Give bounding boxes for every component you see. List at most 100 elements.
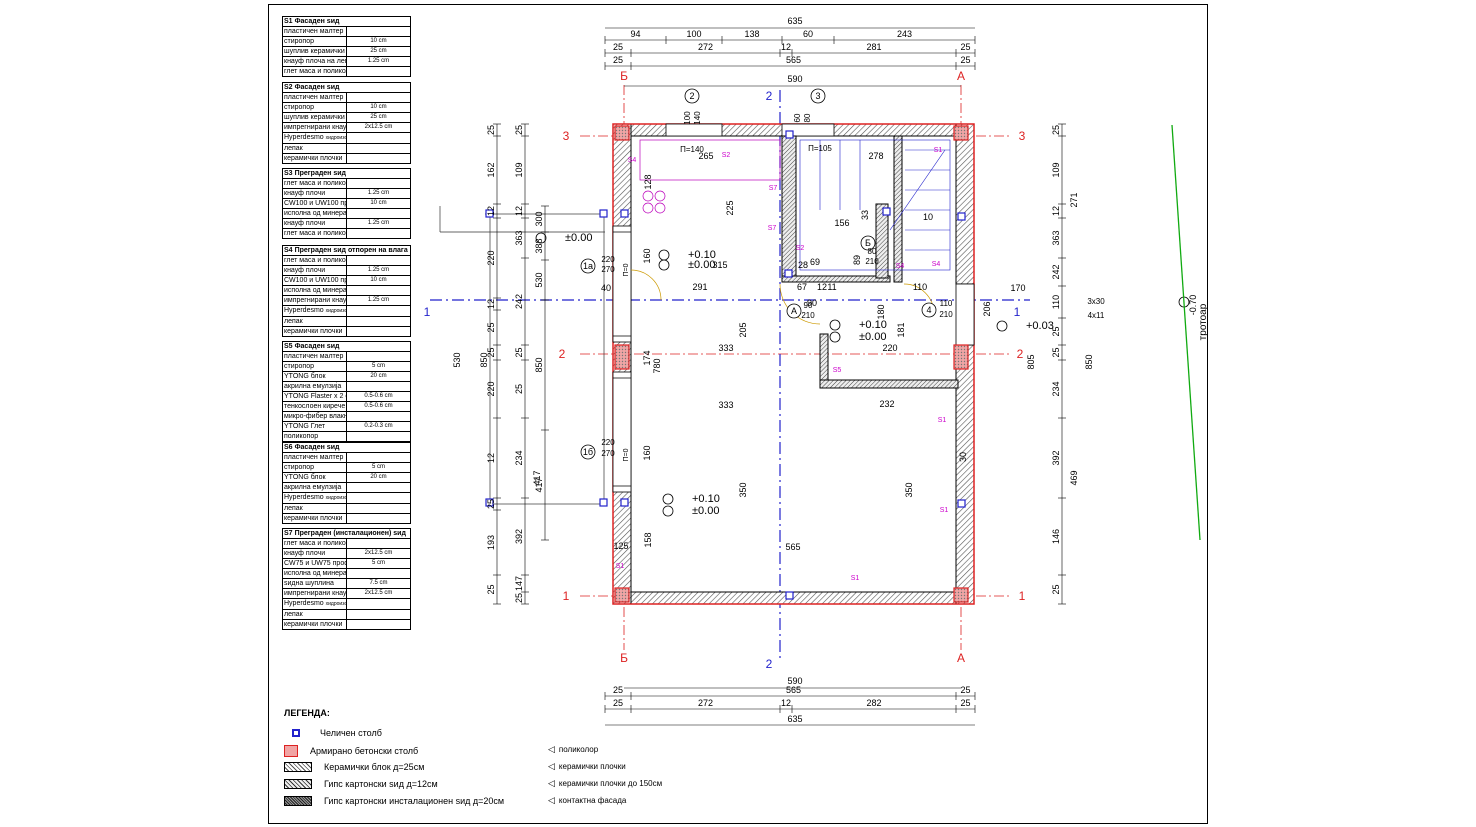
dimension-label: 25: [613, 698, 623, 708]
layer-name: кнауф плочи: [284, 220, 326, 227]
dimension-label: 242: [1051, 264, 1061, 279]
dimension-label: 271: [1069, 192, 1079, 207]
layer-name: керамички плочки: [284, 328, 343, 335]
dimension-label: 94: [630, 29, 640, 39]
level-label: -0.70: [1188, 295, 1198, 316]
dimension-label: 392: [1051, 450, 1061, 465]
layer-name: импрегнирани кнауф плочи: [284, 590, 347, 597]
layer-name: Hyperdesmo: [284, 134, 324, 141]
dimension-label: 25: [1051, 347, 1061, 357]
finish-tag: S7: [769, 185, 778, 192]
dimension-label: 388: [534, 238, 544, 253]
layer-note: хидроизолација: [325, 135, 346, 141]
steel-swatch-icon: [292, 729, 300, 737]
dimension-label: 12: [1051, 206, 1061, 216]
level-marker-icon: [535, 232, 547, 244]
dimension-label: 100: [686, 29, 701, 39]
room-dimension: 265: [698, 151, 713, 161]
dimension-label: 25: [486, 499, 496, 509]
opening-width: 100: [683, 111, 692, 125]
layer-name: лепак: [284, 505, 303, 512]
dimension-label: 850: [479, 352, 489, 367]
level-label: ±0.00: [688, 259, 715, 271]
legend-label: Армирано бетонски столб: [310, 746, 419, 756]
opening-height: 140: [693, 111, 702, 125]
room-dimension: 220: [882, 343, 897, 353]
dimension-label: 162: [486, 162, 496, 177]
layer-name: лепак: [284, 145, 303, 152]
dimension-label: 147: [514, 576, 524, 591]
level-marker-icon: [662, 505, 674, 517]
dimension-label: 363: [514, 230, 524, 245]
ceramic-swatch-icon: [284, 762, 312, 772]
room-dimension: 225: [725, 200, 735, 215]
level-marker-icon: [658, 249, 670, 261]
axis-label: 2: [559, 347, 566, 361]
gypsum-swatch-icon: [284, 779, 312, 789]
layer-name: кнауф плочи: [284, 190, 326, 197]
layer-name: лепак: [284, 611, 303, 618]
wall-layer-row: Hyperdesmo хидроизолација: [282, 492, 411, 504]
layer-name: пластичен малтер: [284, 94, 344, 101]
layer-name: шуплив керамички блок: [284, 114, 346, 121]
opening-marker-icon: [860, 235, 876, 251]
level-marker-icon: [829, 331, 841, 343]
finish-tag: S1: [938, 417, 947, 424]
layer-name: микро-фибер влакна: [284, 413, 347, 420]
dimension-label: 850: [534, 357, 544, 372]
finish-tag: S1: [616, 563, 625, 570]
dimension-label: 25: [613, 55, 623, 65]
dimension-label: 25: [1051, 326, 1061, 336]
room-dimension: 128: [643, 174, 653, 189]
layer-name: YTONG блок: [284, 474, 326, 481]
room-dimension: 160: [642, 248, 652, 263]
dimension-label: 25: [486, 347, 496, 357]
concrete-columns: [614, 125, 969, 603]
opening-width: 80: [868, 247, 877, 256]
room-dimension: 12: [817, 282, 827, 292]
section-label: 1: [1014, 305, 1021, 319]
staircase: [799, 139, 951, 271]
section-label: 2: [766, 657, 773, 671]
room-dimension: 125: [613, 541, 628, 551]
wall-layer-row: керамички плочки: [282, 326, 411, 337]
room-dimension: 11: [827, 282, 836, 292]
layer-name: YTONG Глет: [284, 423, 326, 430]
dimension-label: 25: [960, 42, 970, 52]
opening-marker-icon: [786, 303, 802, 319]
layer-name: YTONG блок: [284, 373, 326, 380]
layer-thickness: [346, 153, 411, 164]
dimension-label: 282: [866, 698, 881, 708]
wall-type-code: S3: [284, 170, 293, 177]
dimension-label: 12: [486, 299, 496, 309]
legend-label: Керамички блок д=25см: [324, 762, 425, 772]
drawing-sheet: [268, 4, 1208, 824]
room-dimension: 28: [798, 260, 808, 270]
layer-name: керамички плочки: [284, 515, 343, 522]
opening-marker-icon: [921, 302, 937, 318]
dimension-label: 25: [486, 584, 496, 594]
stair-note: 4x11: [1088, 311, 1105, 320]
layer-name: кнауф плочи: [284, 550, 326, 557]
legend-label: Челичен столб: [320, 728, 382, 738]
layer-name: импрегнирани кнауф плочи: [284, 297, 347, 304]
opening-marker-icon: [580, 258, 596, 274]
sill-label: П=140: [680, 145, 704, 154]
wall-layer-row: глет маса и поликопор: [282, 228, 411, 239]
room-dimension: 181: [896, 322, 906, 337]
wall-type-title: Фасаден ѕид: [294, 343, 340, 350]
dimension-label: 12: [486, 453, 496, 463]
dimension-label: 25: [613, 685, 623, 695]
wall-type-code: S5: [284, 343, 293, 350]
dimension-label: 220: [486, 381, 496, 396]
level-label: +0.10: [859, 319, 887, 331]
wall-type-title: Фасаден ѕид: [294, 18, 340, 25]
layer-name: CW75 и UW75 профили: [284, 560, 346, 567]
legend-item-ceramic: Керамички блок д=25см: [284, 762, 424, 772]
room-dimension: 333: [718, 400, 733, 410]
dimension-label: 635: [787, 714, 802, 724]
